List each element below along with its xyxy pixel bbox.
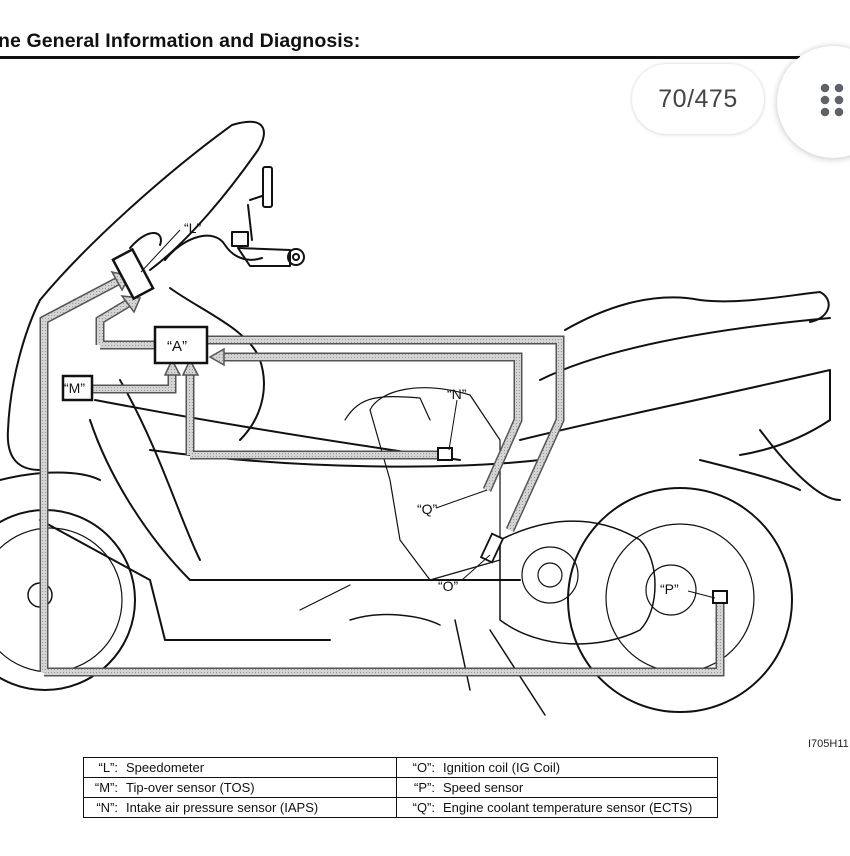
label-M: “M” [64,380,85,396]
legend-text: Ignition coil (IG Coil) [443,760,561,775]
legend-text: Tip-over sensor (TOS) [126,780,255,795]
legend-key: “O”: [412,760,435,775]
legend-cell: “L”: Speedometer [83,757,397,778]
grid-dots-icon [820,83,844,117]
legend-cell: “P”: Speed sensor [396,777,718,798]
speed-sensor-box [712,590,728,604]
legend-text: Engine coolant temperature sensor (ECTS) [443,800,693,815]
legend-text: Speed sensor [443,780,524,795]
legend-key: “Q”: [412,800,435,815]
label-P: “P” [660,581,679,597]
legend-table: “L”: Speedometer “O”: Ignition coil (IG Co… [83,757,718,818]
components [61,247,728,604]
wiring-harness [39,270,725,677]
ecm-box [153,325,209,365]
arrow-to-L-2 [120,295,142,314]
scooter-wiring-diagram: “L” “A” “M” “N” “Q” “O” “P” [0,120,841,716]
legend-cell: “M”: Tip-over sensor (TOS) [83,777,397,798]
legend-row: “M”: Tip-over sensor (TOS) “P”: Speed sens… [83,777,718,798]
scooter-outline [0,120,841,716]
legend-key: “M”: [94,780,118,795]
legend-cell: “N”: Intake air pressure sensor (IAPS) [83,797,397,818]
legend-cell: “O”: Ignition coil (IG Coil) [396,757,718,778]
legend-key: “P”: [414,780,435,795]
iaps-box [437,447,453,461]
arrow-to-A-3 [208,347,225,367]
legend-key: “L”: [98,760,119,775]
label-Q: “Q” [417,501,438,517]
figure-id: I705H11 [808,738,849,750]
legend-key: “N”: [96,800,118,815]
page-indicator[interactable]: 70/475 [632,64,764,134]
ignition-coil-box [479,532,505,564]
section-heading: ne General Information and Diagnosis: [0,30,361,52]
heading-rule [0,56,800,59]
legend-row: “L”: Speedometer “O”: Ignition coil (IG Co… [83,757,718,778]
label-L: “L” [184,220,201,236]
legend-text: Speedometer [126,760,205,775]
arrow-to-A-2 [181,358,200,376]
legend-text: Intake air pressure sensor (IAPS) [126,800,319,815]
legend-row: “N”: Intake air pressure sensor (IAPS) “Q… [83,797,718,818]
speedometer-box [111,247,155,301]
arrow-to-A-1 [163,358,182,376]
label-O: “O” [438,578,459,594]
label-A: “A” [167,338,187,355]
tos-box [61,374,94,402]
label-N: “N” [447,386,467,402]
legend-cell: “Q”: Engine coolant temperature sensor (E… [396,797,718,818]
